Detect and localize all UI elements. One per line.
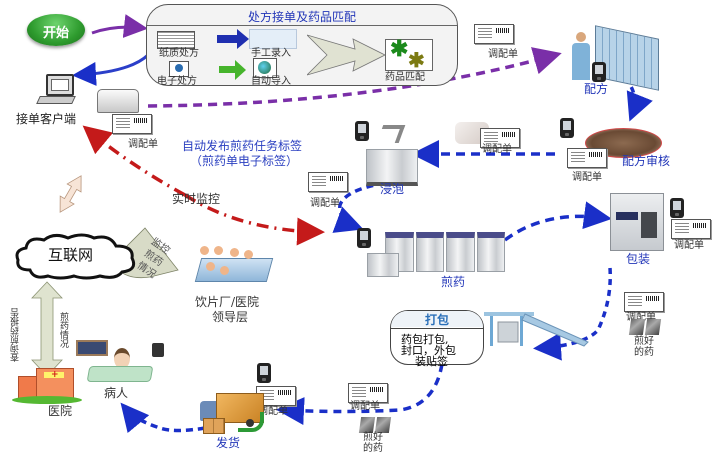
- green-loading-arrow-icon: [238, 412, 264, 432]
- internet-label: 互联网: [48, 246, 94, 264]
- intake-box: 处方接单及药品匹配 纸质处方 手工录入 电子处方 自动导入 ✱ ✱ 药品匹配: [146, 4, 458, 87]
- drug-match-icon: ✱ ✱: [385, 36, 433, 72]
- pack-desc-line1: 药包打包,: [401, 333, 449, 346]
- phone-icon: [152, 343, 164, 357]
- pda-decoct-icon: [357, 228, 371, 248]
- prepared-med-mid-line2: 的药: [363, 443, 383, 454]
- step-soak-label: 浸泡: [380, 182, 405, 196]
- auto-arrow-icon: [219, 66, 237, 73]
- conveyor-packer-image: [484, 312, 589, 347]
- prepared-med-right-line2: 的药: [634, 347, 654, 358]
- manual-entry-label: 手工录入: [251, 48, 291, 59]
- hospital-arrow-left-text: 查询煎药报告: [11, 308, 21, 362]
- ticket-package: [671, 219, 711, 239]
- electronic-rx-icon: [169, 61, 189, 77]
- printer-icon: [97, 89, 139, 113]
- patient-label: 病人: [104, 386, 129, 400]
- ticket-review: [567, 148, 607, 168]
- auto-import-label: 自动导入: [251, 76, 291, 87]
- asterisk-green-icon: ✱: [390, 36, 409, 62]
- boxes-icon: [203, 418, 225, 434]
- electronic-rx-label: 电子处方: [157, 76, 197, 87]
- drug-match-label: 药品匹配: [385, 72, 425, 83]
- client-label: 接单客户端: [16, 112, 77, 126]
- step-package-label: 包装: [626, 252, 651, 266]
- pack-callout: 打包 药包打包, 封口，外包 装贴签: [390, 310, 484, 368]
- leadership-line1: 饮片厂/医院: [195, 295, 260, 309]
- decoct-tank-image: [367, 253, 399, 277]
- arrow-intake-to-client: [72, 53, 150, 86]
- auto-import-icon: [253, 58, 277, 78]
- arrow-start-to-intake: [91, 14, 148, 38]
- start-label: 开始: [42, 26, 69, 41]
- merge-arrow-icon: [307, 34, 386, 76]
- patient-icon: [86, 348, 154, 382]
- ticket-package-label: 调配单: [674, 240, 704, 251]
- pda-soak-icon: [355, 121, 369, 141]
- auto-publish-line2: （煎药单电子标签）: [190, 154, 299, 168]
- ticket-decoct: [308, 172, 348, 192]
- client-computer-icon: [36, 74, 78, 106]
- manual-arrow-icon: [217, 35, 239, 43]
- prepared-med-mid-line1: 煎好: [363, 432, 383, 443]
- internet-double-arrow: [59, 175, 82, 213]
- pack-title: 打包: [391, 311, 483, 327]
- pda-package-icon: [670, 198, 684, 218]
- ticket-top-label: 调配单: [488, 49, 518, 60]
- step-ship-label: 发货: [216, 436, 241, 450]
- arrow-decoct-to-package: [503, 201, 612, 242]
- pack-desc-line3: 装贴签: [415, 355, 448, 368]
- pda-dispense-icon: [592, 62, 606, 82]
- pda-ship-icon: [257, 363, 271, 383]
- ticket-soak: [480, 128, 520, 148]
- pharmacist-icon: [572, 32, 590, 80]
- auto-publish-line1: 自动发布煎药任务标签: [182, 139, 303, 153]
- leadership-meeting-icon: [192, 246, 274, 286]
- step-decoct-label: 煎药: [441, 275, 466, 289]
- manual-entry-icon: [249, 29, 297, 49]
- step-dispense-label: 配方: [584, 82, 609, 96]
- ticket-soak-label: 调配单: [482, 144, 512, 155]
- step-review-label: 配方审核: [622, 154, 671, 168]
- window-night-icon: [76, 340, 108, 356]
- ticket-ship-mid-label: 调配单: [350, 401, 380, 412]
- ticket-client-label: 调配单: [128, 139, 158, 150]
- paper-rx-label: 纸质处方: [159, 48, 199, 59]
- prepared-med-right-line1: 煎好: [634, 336, 654, 347]
- ticket-right-med-label: 调配单: [626, 312, 656, 323]
- decoction-machines-image: [385, 232, 505, 272]
- ticket-decoct-label: 调配单: [310, 198, 340, 209]
- packaging-machine-image: [610, 193, 664, 251]
- ticket-ship-mid: [348, 383, 388, 403]
- ticket-review-label: 调配单: [572, 172, 602, 183]
- ticket-right-med: [624, 292, 664, 312]
- pack-desc-line2: 封口，外包: [401, 344, 456, 357]
- pda-review-icon: [560, 118, 574, 138]
- intake-box-title: 处方接单及药品匹配: [247, 10, 356, 24]
- asterisk-olive-icon: ✱: [408, 48, 425, 72]
- paper-rx-icon: [157, 31, 195, 49]
- soak-faucet-icon: [376, 125, 406, 143]
- hospital-label: 医院: [48, 404, 73, 418]
- ticket-ship-label: 调配单: [258, 406, 288, 417]
- manual-arrow-head-icon: [237, 29, 249, 49]
- internet-cloud-icon: [15, 233, 136, 280]
- ticket-top: [474, 24, 514, 44]
- auto-arrow-head-icon: [235, 60, 246, 80]
- start-button[interactable]: 开始: [27, 14, 85, 46]
- realtime-monitor-label: 实时监控: [172, 192, 221, 206]
- leadership-line2: 领导层: [212, 310, 249, 324]
- arrow-ship-to-hospital: [120, 402, 206, 434]
- soak-tank-image: [366, 149, 418, 186]
- hospital-arrow-right-text: 煎药情况: [58, 312, 68, 348]
- ticket-client: [112, 114, 152, 134]
- hospital-building-icon: +: [12, 368, 82, 404]
